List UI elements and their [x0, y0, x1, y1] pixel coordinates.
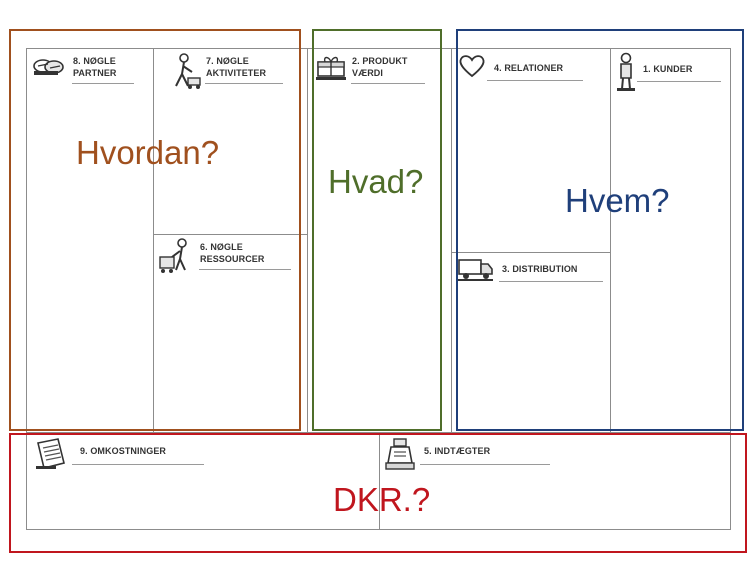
label-customer-relations: 4. RELATIONER [494, 63, 564, 73]
gift-box-icon [316, 56, 346, 80]
underline-cost-structure [72, 464, 204, 465]
block-revenue-streams [379, 432, 731, 530]
delivery-truck-icon [458, 259, 493, 281]
cash-register-icon [385, 438, 415, 470]
underline-key-resources [199, 269, 291, 270]
underline-customer-relations [487, 80, 583, 81]
question-money: DKR.? [333, 481, 431, 518]
handshake-icon [33, 59, 64, 75]
heart-icon [459, 55, 485, 78]
worker-cart-icon [159, 238, 187, 273]
underline-key-activities [205, 83, 283, 84]
person-icon [617, 52, 635, 91]
receipt-icon [36, 438, 65, 469]
label-customer-segments: 1. KUNDER [643, 64, 693, 74]
underline-customer-segments [637, 81, 721, 82]
frame-who [456, 29, 744, 431]
label-distribution: 3. DISTRIBUTION [502, 264, 578, 274]
label-cost-structure: 9. OMKOSTNINGER [80, 446, 167, 456]
underline-value-proposition [351, 83, 425, 84]
question-how: Hvordan? [76, 134, 220, 171]
underline-revenue-streams [420, 464, 550, 465]
underline-key-partners [72, 83, 134, 84]
frame-money [9, 433, 747, 553]
question-what: Hvad? [328, 163, 424, 200]
label-revenue-streams: 5. INDTÆGTER [424, 446, 491, 456]
underline-distribution [499, 281, 603, 282]
frame-what [312, 29, 442, 431]
label-key-resources: 6. NØGLE RESSOURCER [200, 242, 265, 264]
frame-how [9, 29, 301, 431]
label-key-activities: 7. NØGLE AKTIVITETER [206, 56, 267, 78]
label-key-partners: 8. NØGLE PARTNER [73, 56, 117, 78]
worker-mower-icon [175, 53, 201, 89]
question-who: Hvem? [565, 182, 670, 219]
label-value-proposition: 2. PRODUKT VÆRDI [352, 56, 408, 78]
